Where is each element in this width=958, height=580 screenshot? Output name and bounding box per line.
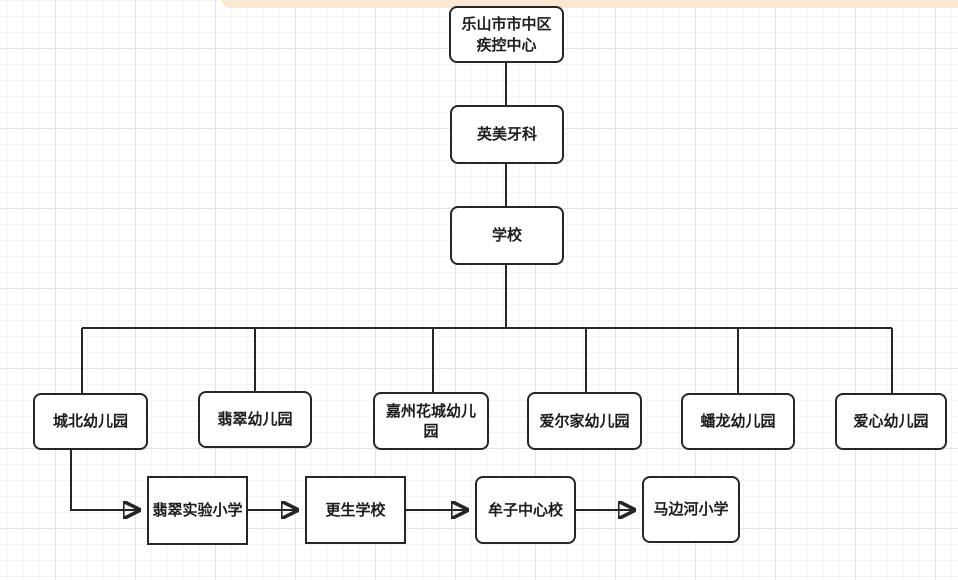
node-gengsheng-school[interactable]: 更生学校 — [305, 476, 406, 544]
node-jiazhou-huacheng-kindergarten-label: 嘉州花城幼儿 园 — [385, 401, 476, 440]
node-panlong-kindergarten-label: 蟠龙幼儿园 — [700, 412, 776, 431]
node-feicui-experimental-primary-label: 翡翠实验小学 — [152, 501, 243, 520]
node-dental-clinic[interactable]: 英美牙科 — [450, 105, 564, 164]
node-school-label: 学校 — [491, 226, 522, 245]
node-aierjia-kindergarten-label: 爱尔家幼儿园 — [539, 411, 630, 430]
node-muzi-central-school-label: 牟子中心校 — [487, 500, 563, 519]
node-feicui-kindergarten-label: 翡翠幼儿园 — [217, 410, 293, 429]
node-chengbei-kindergarten[interactable]: 城北幼儿园 — [33, 393, 148, 450]
top-highlight-strip — [222, 0, 958, 8]
node-cdc-center-label: 乐山市市中区 疾控中心 — [461, 15, 552, 54]
node-mabianhe-primary[interactable]: 马边河小学 — [642, 476, 740, 543]
node-aixin-kindergarten-label: 爱心幼儿园 — [853, 412, 929, 431]
node-gengsheng-school-label: 更生学校 — [325, 500, 386, 519]
node-feicui-kindergarten[interactable]: 翡翠幼儿园 — [198, 391, 312, 448]
node-cdc-center[interactable]: 乐山市市中区 疾控中心 — [449, 6, 564, 63]
node-jiazhou-huacheng-kindergarten[interactable]: 嘉州花城幼儿 园 — [373, 392, 489, 450]
node-school[interactable]: 学校 — [450, 206, 564, 265]
node-feicui-experimental-primary[interactable]: 翡翠实验小学 — [147, 476, 248, 545]
edge-chengbei-feicuiexp[interactable] — [70, 450, 139, 510]
node-dental-clinic-label: 英美牙科 — [476, 125, 537, 144]
node-aierjia-kindergarten[interactable]: 爱尔家幼儿园 — [527, 392, 642, 450]
node-aixin-kindergarten[interactable]: 爱心幼儿园 — [835, 393, 947, 450]
node-chengbei-kindergarten-label: 城北幼儿园 — [52, 412, 128, 431]
node-muzi-central-school[interactable]: 牟子中心校 — [475, 476, 576, 544]
node-panlong-kindergarten[interactable]: 蟠龙幼儿园 — [681, 393, 795, 450]
node-mabianhe-primary-label: 马边河小学 — [653, 500, 729, 519]
